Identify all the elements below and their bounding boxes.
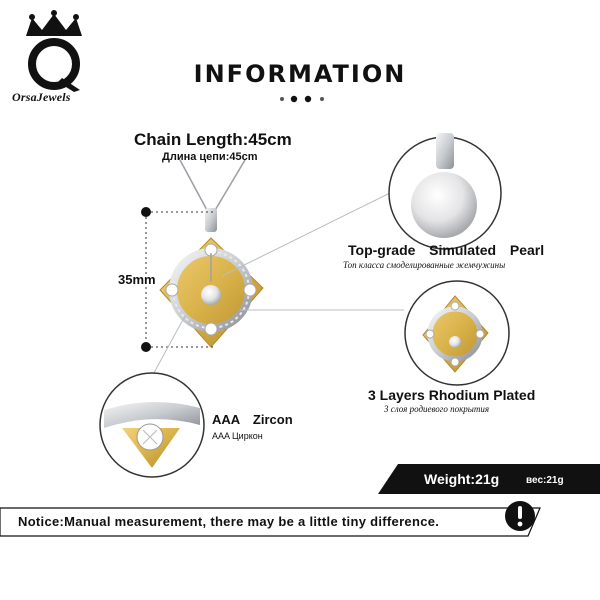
brand-logo	[26, 10, 82, 92]
leader-lines	[149, 191, 404, 381]
crown-icon	[26, 10, 82, 36]
brand-name: OrsaJewels	[12, 90, 71, 104]
pendant-height-label: 35mm	[118, 272, 156, 287]
zircon-feature-subtitle: AAA Циркон	[212, 431, 263, 441]
zircon-detail-circle	[99, 372, 205, 478]
dimension-lines	[145, 211, 214, 348]
chain	[179, 159, 246, 213]
rhodium-feature-title: 3 Layers Rhodium Plated	[368, 387, 536, 403]
pearl-detail-circle	[388, 133, 502, 250]
rhodium-feature-subtitle: 3 слоя родиевого покрытия	[384, 404, 490, 414]
rhodium-detail-circle	[404, 280, 510, 386]
dimension-top-dot	[141, 207, 151, 217]
dimension-bottom-dot	[141, 342, 151, 352]
zircon-feature-title: AAA Zircon	[212, 412, 293, 427]
weight-value-ru: вес:21g	[526, 475, 564, 486]
notice-bar	[0, 507, 541, 537]
notice-text: Notice:Manual measurement, there may be …	[18, 514, 440, 529]
chain-length-label-ru: Длина цепи:45cm	[162, 151, 258, 163]
page-title: INFORMATION	[193, 60, 407, 88]
pendant	[159, 237, 264, 348]
weight-value: Weight:21g	[424, 471, 500, 487]
bail	[205, 208, 217, 232]
weight-banner	[378, 464, 600, 494]
pearl-feature-subtitle: Топ класса смоделированные жемчужины	[343, 260, 506, 270]
exclamation-icon	[505, 501, 535, 531]
pearl-feature-title: Top-grade Simulated Pearl	[348, 242, 545, 258]
title-divider-dots	[280, 95, 324, 103]
chain-length-label: Chain Length:45cm	[134, 130, 292, 149]
